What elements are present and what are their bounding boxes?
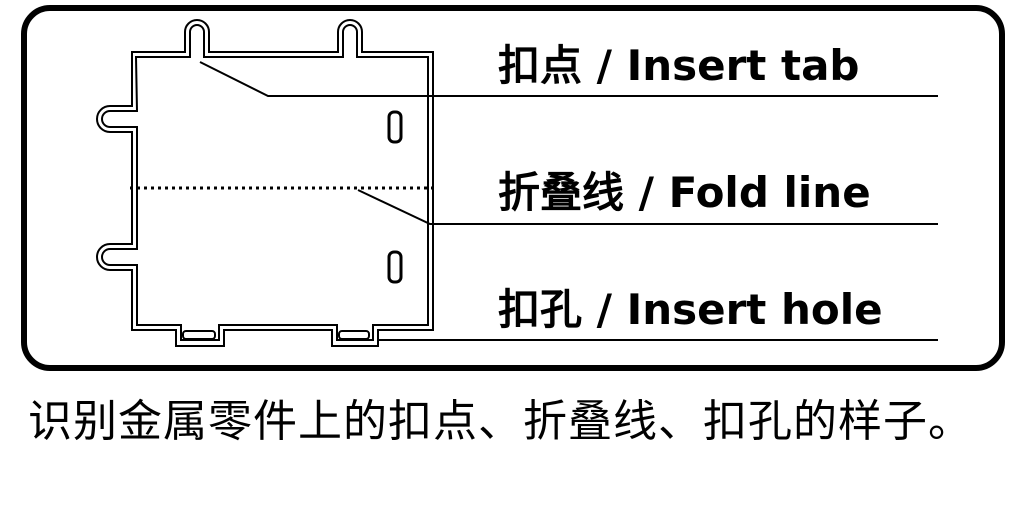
leader-fold-line	[357, 189, 938, 225]
part-outline-outer	[96, 19, 434, 347]
part-outline-inner	[101, 24, 429, 341]
leader-lines	[199, 61, 938, 341]
label-fold-line: 折叠线 / Fold line	[498, 168, 871, 217]
diagram-frame	[21, 5, 1005, 371]
metal-part	[96, 19, 434, 347]
label-insert-tab: 扣点 / Insert tab	[498, 41, 860, 90]
label-insert-hole: 扣孔 / Insert hole	[498, 285, 883, 334]
caption: 识别金属零件上的扣点、折叠线、扣孔的样子。	[28, 396, 973, 447]
leader-insert-tab	[199, 61, 938, 97]
insert-hole-lower	[387, 250, 403, 284]
bottom-tab-right-slot	[338, 330, 370, 340]
insert-hole-upper	[387, 110, 403, 144]
part-diagram: 扣点 / Insert tab 折叠线 / Fold line 扣孔 / Ins…	[21, 5, 1005, 371]
bottom-tab-left-slot	[182, 330, 216, 340]
